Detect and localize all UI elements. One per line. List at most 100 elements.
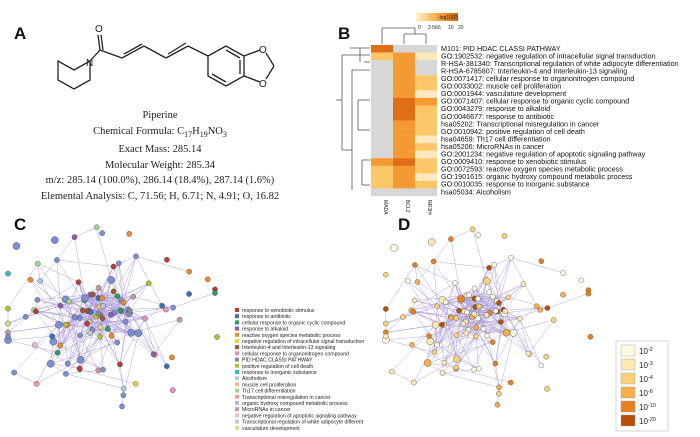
network-node [452,280,458,286]
heatmap-cell [393,82,415,91]
legend-label: response to xenobiotic stimulus [242,308,315,314]
network-node [122,319,129,325]
heatmap-column-label: BCL2 [404,200,410,213]
heatmap-cell [415,150,437,159]
network-node [126,308,133,314]
network-node [75,279,82,285]
network-node [97,324,104,331]
legend-label: MicroRNAs in cancer [242,407,291,413]
network-node [498,319,504,325]
scale-label: 10-6 [639,389,653,398]
colorbar-tick-label: 6 [438,25,441,31]
heatmap-cell [415,45,437,53]
network-node [502,328,511,337]
network-node [434,303,440,309]
network-node [431,321,440,329]
network-node [460,320,467,327]
network-node [57,342,64,349]
network-node [439,321,445,328]
network-node [5,305,11,312]
heatmap-cell [371,165,393,174]
network-node [100,366,106,373]
heatmap-cell [371,180,393,189]
panel-label-c: C [14,215,27,234]
legend-label: response to antibiotic [242,314,291,320]
network-node [33,308,39,315]
network-pvalue-view [382,226,594,408]
colorbar-title: -log10(P) [438,15,459,21]
heatmap-cell [393,45,415,53]
legend-label: response to alkaloid [242,327,288,333]
legend-swatch [235,401,239,405]
network-node [170,304,176,311]
heatmap-cell [393,150,415,159]
network-node [5,320,11,327]
network-node [464,309,470,316]
heatmap-row-label: GO:0010942: positive regulation of cell … [441,127,585,136]
network-node [33,380,40,387]
scale-label: 10-10 [639,403,656,412]
network-node [383,320,389,327]
network-node [405,278,411,284]
network-node [578,277,585,284]
network-node [5,333,11,340]
network-node [426,333,432,339]
legend-swatch [235,370,239,374]
scale-swatch [620,344,636,357]
heatmap-cell [415,128,437,136]
network-node [169,387,176,394]
network-node [49,333,56,340]
heatmap-row-label: GO:1902532: negative regulation of intra… [441,51,656,60]
heatmap-row-label: GO:0071417: cellular response to organon… [441,74,634,83]
scale-swatch [620,372,636,385]
network-node [453,332,460,338]
network-node [22,314,29,320]
network-node [466,292,472,298]
legend-label: reactive oxygen species metabolic proces… [242,333,341,339]
legend-swatch [235,382,239,387]
heatmap-row-label: GO:1901615: organic hydroxy compound met… [441,172,633,181]
heatmap-cell [415,60,437,68]
heatmap-row-label: GO:0001944: vasculature development [441,89,566,98]
heatmap-cell [415,180,437,189]
heatmap-cell [393,52,415,61]
heatmap-row-label: hsa05202: Transcriptional misregulation … [441,119,600,128]
network-node [475,232,481,238]
legend-swatch [235,376,239,381]
network-node [34,297,41,303]
dioxole-oxygen-bottom-label: O [259,79,267,90]
network-node [505,294,512,301]
network-node [587,334,594,340]
legend-swatch [235,345,239,350]
network-node [508,379,514,386]
network-node [115,260,122,267]
network-node [51,236,59,244]
heatmap-cell [371,52,393,61]
heatmap-cell [393,135,415,144]
network-node [491,262,497,268]
legend-swatch [235,419,239,424]
legend-swatch [235,339,239,343]
network-node [81,294,89,303]
scale-label: 10-4 [639,375,653,384]
network-node [476,303,482,310]
legend-label: response to inorganic substance [242,370,317,376]
network-node [214,334,220,340]
network-node [543,354,550,360]
scale-label: 10-2 [639,347,653,356]
network-node [537,307,544,313]
heatmap-row-label: GO:2001234: negative regulation of apopt… [441,150,646,159]
network-node [471,285,478,292]
mz-values: m/z: 285.14 (100.0%), 286.14 (18.4%), 28… [45,175,275,187]
legend-label: negative regulation of apoptotic signali… [242,413,357,419]
heatmap-cell [371,97,393,106]
heatmap-cell [371,90,393,99]
legend-label: muscle cell proliferation [242,382,296,388]
network-node [431,349,438,356]
heatmap-column-label: MADA [382,200,388,215]
heatmap-cell [393,112,415,121]
legend-swatch [235,314,239,319]
network-node [475,315,481,322]
heatmap-cell [393,143,415,151]
